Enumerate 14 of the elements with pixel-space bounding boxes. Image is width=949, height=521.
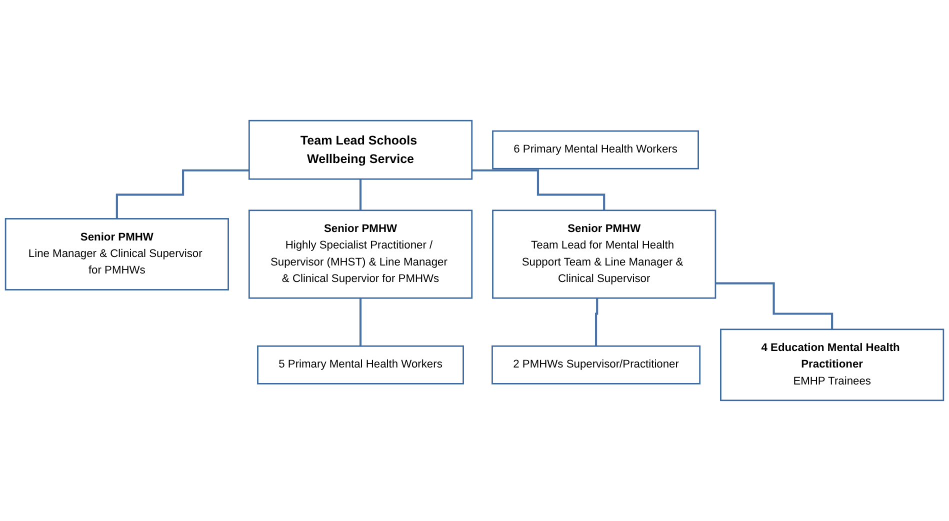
node-box: Team Lead Schools Wellbeing Service (248, 120, 473, 180)
connector (472, 169, 606, 212)
node-box: 5 Primary Mental Health Workers (257, 345, 464, 384)
connector (715, 282, 834, 330)
connector (359, 178, 362, 212)
node-box: Senior PMHW Team Lead for Mental Health Support Team & Line Manager & Clinical Supervisor (492, 210, 716, 299)
node-box: Senior PMHW Highly Specialist Practitioner / Supervisor (MHST) & Line Manager & Clinical Supervior for PMHWs (248, 210, 473, 299)
connector (116, 169, 250, 220)
node-box: 6 Primary Mental Health Workers (492, 130, 699, 170)
connector (595, 297, 599, 348)
node-box: 2 PMHWs Supervisor/Practitioner (492, 345, 701, 384)
connector (359, 297, 362, 348)
node-box: Senior PMHW Line Manager & Clinical Supervisor for PMHWs (4, 218, 229, 290)
node-box: 4 Education Mental Health Practitioner EMHP Trainees (720, 328, 944, 402)
